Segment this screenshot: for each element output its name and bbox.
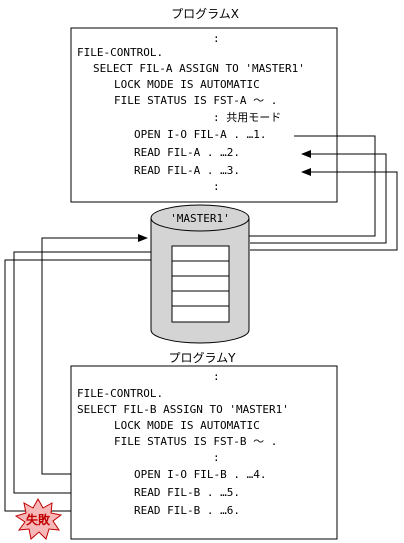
program-y-line-9: READ FIL-B . …6.	[134, 504, 240, 517]
arrow-open-fil-a	[210, 135, 376, 240]
failure-badge: 失敗	[14, 497, 63, 540]
program-x-title: プログラムX	[171, 7, 239, 21]
arrow-read-fil-a-1	[250, 150, 387, 244]
program-x-line-1: :	[213, 32, 220, 45]
failure-label: 失敗	[26, 512, 51, 527]
database-cylinder	[150, 204, 250, 344]
program-y-line-2: FILE-CONTROL.	[77, 387, 163, 400]
starburst-icon	[14, 497, 63, 540]
program-x-line-7: OPEN I-O FIL-A . …1.	[134, 128, 266, 141]
arrow-read-fil-b-2	[4, 259, 151, 515]
record-stack	[171, 245, 230, 323]
program-y-line-7: OPEN I-O FIL-B . …4.	[134, 468, 266, 481]
program-x-line-6: : 共用モード	[213, 111, 281, 124]
database-label: 'MASTER1'	[170, 212, 230, 225]
program-y-line-6: :	[213, 451, 220, 464]
program-x-box	[70, 27, 338, 203]
program-x-line-2: FILE-CONTROL.	[77, 46, 163, 59]
program-x-line-10: :	[213, 180, 220, 193]
program-x-line-3: SELECT FIL-A ASSIGN TO 'MASTER1'	[93, 62, 305, 75]
program-y-line-4: LOCK MODE IS AUTOMATIC	[114, 419, 260, 432]
program-x-line-4: LOCK MODE IS AUTOMATIC	[114, 78, 260, 91]
program-y-box	[70, 365, 338, 540]
program-x-line-5: FILE STATUS IS FST-A ～ .	[114, 94, 277, 107]
program-x-line-9: READ FIL-A . …3.	[134, 164, 240, 177]
program-y-line-5: FILE STATUS IS FST-B ～ .	[114, 435, 277, 448]
program-x-line-8: READ FIL-A . …2.	[134, 146, 240, 159]
program-y-line-8: READ FIL-B . …5.	[134, 486, 240, 499]
program-y-line-1: :	[213, 370, 220, 383]
arrow-read-fil-a-2	[250, 168, 398, 251]
program-y-title: プログラムY	[169, 351, 237, 365]
program-y-line-3: SELECT FIL-B ASSIGN TO 'MASTER1'	[77, 403, 289, 416]
